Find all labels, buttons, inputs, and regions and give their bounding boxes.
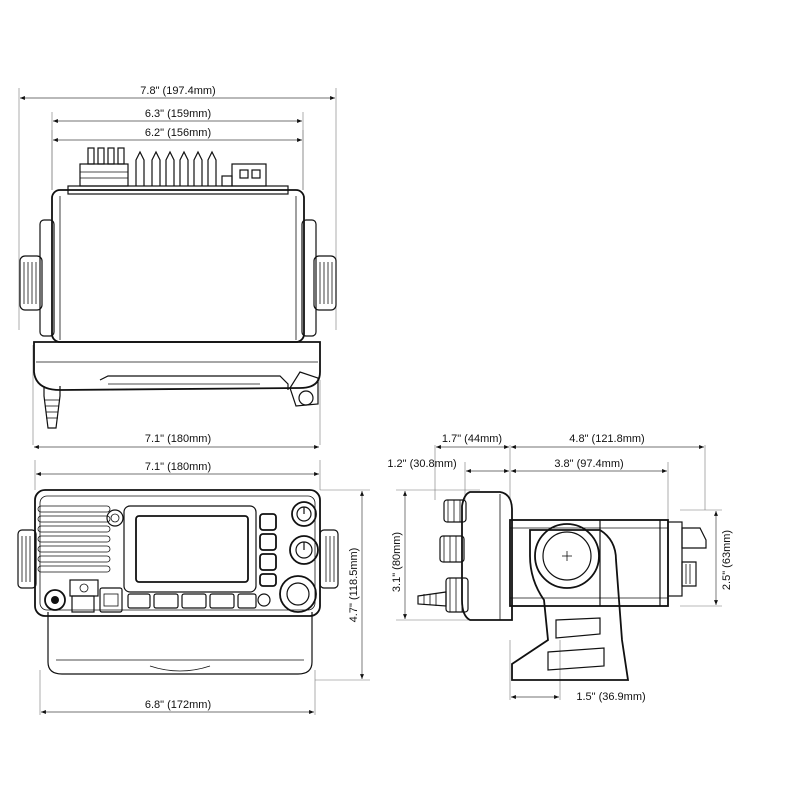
channel-knob-icon [279, 575, 317, 613]
side-knobs [417, 499, 469, 613]
dim-label-side-front-height: 3.1" (80mm) [391, 532, 403, 592]
front-panel-side [461, 491, 513, 621]
side-button-1 [259, 513, 277, 531]
side-button-4 [259, 573, 277, 587]
front-view: 7.1" (180mm) 6.8" (172mm) 4.7" (118.5mm) [17, 460, 370, 715]
lcd-bezel [123, 505, 257, 593]
distress-button [99, 587, 123, 613]
dim-label-side-knob-depth: 1.2" (30.8mm) [387, 458, 456, 470]
soft-key-2 [153, 593, 179, 609]
dim-label-side-bracket-depth: 1.5" (36.9mm) [576, 691, 645, 703]
mic-cable [43, 386, 61, 429]
rear-connector-side [667, 521, 683, 597]
volume-knob-icon [291, 501, 317, 527]
front-panel [34, 489, 321, 617]
rear-connectors [79, 147, 267, 187]
bracket-knob-side-icon [534, 523, 600, 589]
dim-label-front-base: 6.8" (172mm) [145, 699, 211, 711]
lcd-screen [135, 515, 249, 583]
dim-label-front-height: 4.7" (118.5mm) [348, 548, 360, 623]
front-side-knob-right [319, 529, 339, 589]
front-panel-top [33, 341, 321, 391]
soft-key-4 [209, 593, 235, 609]
dim-label-top-inner: 6.2" (156mm) [145, 127, 211, 139]
side-button-3 [259, 553, 277, 571]
dim-label-top-body: 6.3" (159mm) [145, 108, 211, 120]
dim-label-side-total-depth: 4.8" (121.8mm) [569, 433, 644, 445]
dim-label-front-width: 7.1" (180mm) [145, 461, 211, 473]
small-button-icon [257, 593, 271, 607]
soft-key-1 [127, 593, 151, 609]
mount-bracket-side [511, 529, 630, 681]
soft-key-5 [237, 593, 257, 609]
distress-cover [69, 579, 99, 597]
bracket-plate-left [39, 219, 55, 337]
mic-hanger [289, 371, 319, 407]
bracket-plate-right [301, 219, 317, 337]
top-view: 7.8" (197.4mm) 6.3" (159mm) 6.2" (156mm)… [18, 85, 337, 449]
mount-bracket-front [47, 612, 313, 675]
squelch-knob-icon [289, 535, 319, 565]
bracket-knob-right [313, 255, 337, 311]
dim-label-side-front-depth: 1.7" (44mm) [442, 433, 502, 445]
dim-label-side-body-depth: 3.8" (97.4mm) [554, 458, 623, 470]
bracket-knob-left [19, 255, 43, 311]
small-knob-icon [106, 509, 124, 527]
dim-label-top-bracket: 7.1" (180mm) [145, 433, 211, 445]
side-button-2 [259, 533, 277, 551]
side-view: 1.7" (44mm) 4.8" (121.8mm) 1.2" (30.8mm)… [387, 433, 733, 703]
mic-jack-icon [44, 589, 66, 611]
radio-body-top [51, 189, 305, 343]
front-side-knob-left [17, 529, 37, 589]
speaker-grille [37, 505, 111, 573]
soft-key-3 [181, 593, 207, 609]
dim-label-side-rear-height: 2.5" (63mm) [721, 530, 733, 590]
dim-label-top-total: 7.8" (197.4mm) [140, 85, 215, 97]
mic-plug-icon [417, 591, 447, 607]
